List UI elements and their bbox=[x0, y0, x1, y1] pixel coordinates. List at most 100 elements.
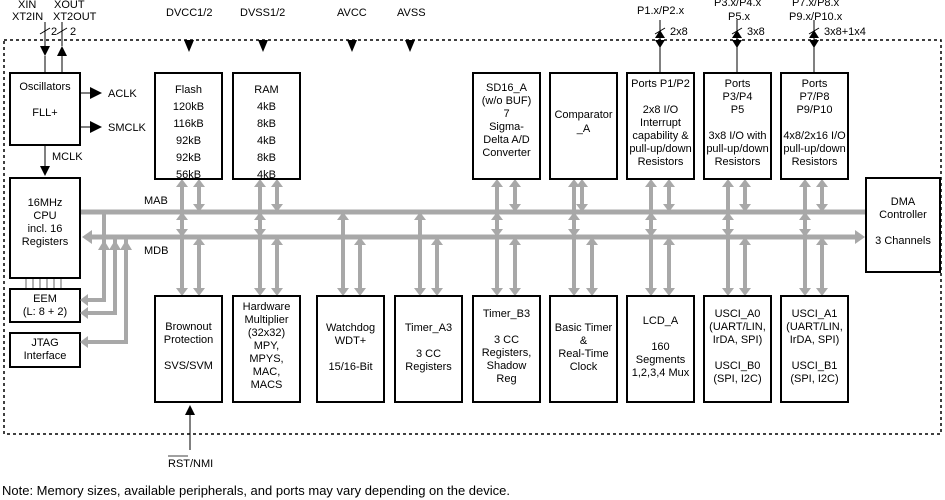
reset-nmi-label: RST/NMI bbox=[168, 458, 213, 470]
brownout-text: Protection bbox=[164, 334, 214, 346]
bus-connector-arrowhead bbox=[491, 212, 503, 220]
eem-block: EEM(L: 8 + 2) bbox=[9, 288, 81, 323]
bus-connector-arrowhead bbox=[431, 237, 443, 245]
bus-connector-arrowhead bbox=[509, 288, 521, 296]
bus-connector-arrowhead bbox=[271, 237, 283, 245]
multiplier-text: Multiplier bbox=[244, 314, 288, 326]
sd16-text: Delta A/D bbox=[483, 134, 530, 146]
basic-timer-text: Clock bbox=[570, 361, 598, 373]
dma-text: Controller bbox=[879, 209, 927, 221]
usci0-text: (SPI, I2C) bbox=[713, 373, 761, 385]
oscillators-box bbox=[9, 72, 81, 146]
bus-connector-arrowhead bbox=[193, 204, 205, 212]
dma-box bbox=[865, 177, 941, 273]
timer-b3-box bbox=[472, 295, 541, 403]
brownout-box bbox=[154, 295, 223, 403]
aclk-label: ACLK bbox=[108, 88, 137, 100]
multiplier-text: MAC, bbox=[253, 366, 281, 378]
bus-connector-arrowhead bbox=[509, 179, 521, 187]
cpu-text: 16MHz bbox=[28, 197, 63, 209]
bus-connector-arrowhead bbox=[799, 288, 811, 296]
dma-text: 3 Channels bbox=[875, 235, 931, 247]
bus-connector-arrowhead bbox=[271, 179, 283, 187]
bus-connector-arrowhead bbox=[414, 288, 426, 296]
ports345-box bbox=[703, 72, 772, 180]
ports345-text: Resistors bbox=[715, 156, 761, 168]
sd16-text: SD16_A bbox=[486, 82, 528, 94]
sd16-text: Sigma- bbox=[489, 121, 524, 133]
bus-width-right: 2 bbox=[70, 26, 76, 38]
block-diagram: OscillatorsFLL+Flash120kB116kB92kB92kB56… bbox=[3, 0, 942, 470]
usci0-text: (UART/LIN, bbox=[709, 321, 766, 333]
timer-a3-text: 3 CC bbox=[416, 348, 441, 360]
jtag-box bbox=[9, 332, 81, 368]
flash-text: 92kB bbox=[176, 152, 201, 164]
timer-b3-text: Reg bbox=[496, 373, 516, 385]
bus-connector-arrowhead bbox=[176, 212, 188, 220]
timer-b3-text: Registers, bbox=[482, 347, 532, 359]
port78-pins-label-a: P7.x/P8.x bbox=[792, 0, 840, 9]
multiplier-text: MACS bbox=[251, 379, 283, 391]
smclk-label: SMCLK bbox=[108, 122, 147, 134]
bus-connector-arrowhead bbox=[568, 288, 580, 296]
bus-connector-arrowhead bbox=[816, 204, 828, 212]
bus-connector-arrowhead bbox=[491, 179, 503, 187]
bus-connector-arrowhead bbox=[722, 212, 734, 220]
ram-text: 8kB bbox=[257, 152, 276, 164]
lcd-text: Segments bbox=[636, 354, 686, 366]
flash-text: 92kB bbox=[176, 135, 201, 147]
jtag-text: JTAG bbox=[31, 337, 58, 349]
bus-connector-arrowhead bbox=[509, 204, 521, 212]
mclk-label: MCLK bbox=[52, 151, 83, 163]
bus-connector-arrowhead bbox=[254, 179, 266, 187]
top-arrow-lines bbox=[39, 20, 820, 450]
ports78-text: P7/P8 bbox=[800, 91, 830, 103]
usci1-text: USCI_A1 bbox=[792, 308, 838, 320]
bus-connector-arrowhead bbox=[816, 288, 828, 296]
bus-connector-arrowhead bbox=[193, 179, 205, 187]
eem-box bbox=[9, 288, 81, 323]
bus-connector-arrowhead bbox=[663, 204, 675, 212]
bus-connector-arrowhead bbox=[414, 212, 426, 220]
multiplier-box bbox=[232, 295, 301, 403]
comparator-block: Comparator_A bbox=[549, 72, 618, 180]
ports12-text: pull-up/down bbox=[629, 143, 691, 155]
bus-connector-arrowhead bbox=[739, 179, 751, 187]
sd16-box bbox=[472, 72, 541, 180]
lcd-text: 160 bbox=[651, 341, 669, 353]
bus-connector-arrowhead bbox=[586, 288, 598, 296]
mdb-label: MDB bbox=[144, 245, 168, 257]
comparator-text: _A bbox=[576, 123, 591, 135]
xout-label: XOUT bbox=[54, 0, 85, 11]
footnote: Note: Memory sizes, available peripheral… bbox=[2, 483, 510, 498]
ports345-text: Ports bbox=[725, 78, 751, 90]
ram-text: 4kB bbox=[257, 169, 276, 181]
usci0-text: USCI_A0 bbox=[715, 308, 761, 320]
avss-label: AVSS bbox=[397, 7, 426, 19]
ports78-text: pull-up/down bbox=[783, 143, 845, 155]
port345-width: 3x8 bbox=[747, 26, 765, 38]
ram-text: 4kB bbox=[257, 135, 276, 147]
flash-text: 56kB bbox=[176, 169, 201, 181]
usci1-block: USCI_A1(UART/LIN,IrDA, SPI)USCI_B1(SPI, … bbox=[780, 295, 849, 403]
basic-timer-box bbox=[549, 295, 618, 403]
usci1-text: USCI_B1 bbox=[792, 360, 838, 372]
usci1-text: (UART/LIN, bbox=[786, 321, 843, 333]
debug-bus-lines bbox=[88, 212, 128, 344]
timer-a3-box bbox=[394, 295, 463, 403]
bus-connector-arrowhead bbox=[799, 212, 811, 220]
bus-connector-arrowhead bbox=[271, 204, 283, 212]
bus-connector-arrowhead bbox=[568, 212, 580, 220]
bus-connector-arrowhead bbox=[491, 288, 503, 296]
bus-connector-arrowhead bbox=[176, 288, 188, 296]
bus-connector-arrowhead bbox=[354, 237, 366, 245]
comparator-box bbox=[549, 72, 618, 180]
bus-connector-arrowhead bbox=[816, 237, 828, 245]
